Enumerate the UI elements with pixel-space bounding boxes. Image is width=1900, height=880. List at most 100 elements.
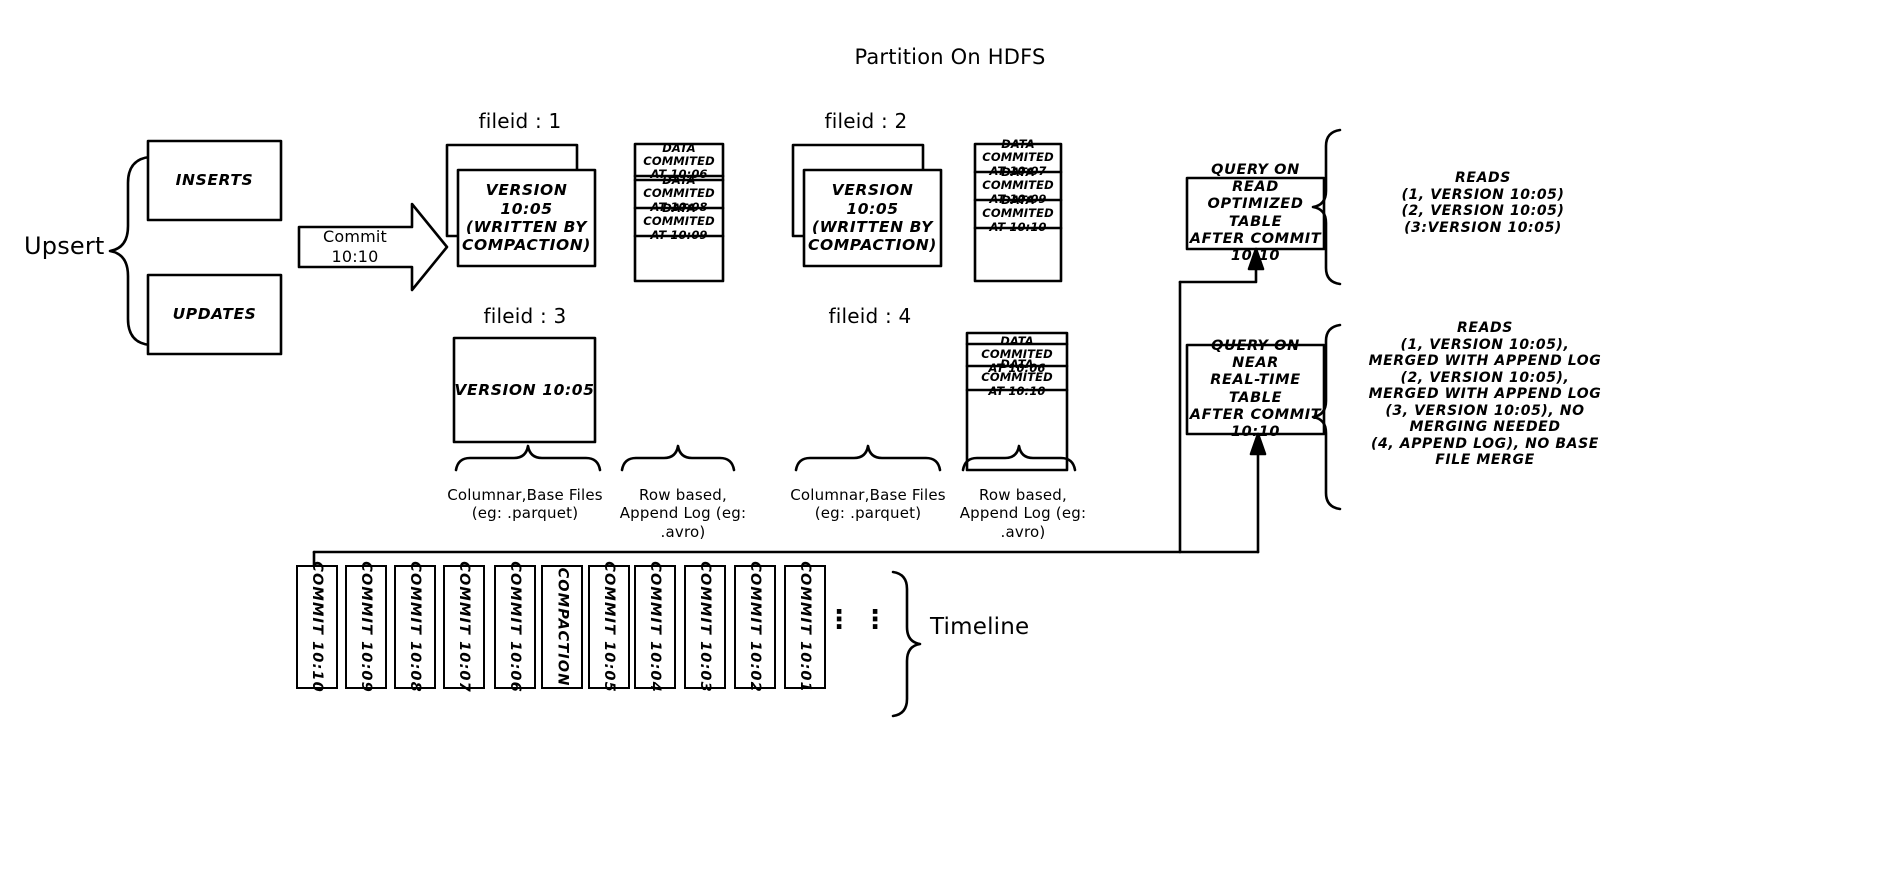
query-read-optimized-outline bbox=[1185, 176, 1326, 251]
timeline-commit-box[interactable]: COMMIT 10:09 bbox=[345, 561, 387, 693]
caption-line: Append Log (eg: bbox=[619, 504, 747, 523]
caption-line: Row based, bbox=[978, 486, 1067, 504]
log-line: AT 10:07 bbox=[989, 163, 1047, 178]
caption-line: Row based, bbox=[638, 486, 727, 504]
timeline-commit-box[interactable]: COMMIT 10:04 bbox=[634, 561, 676, 693]
log-line: AT 10:06 bbox=[650, 167, 708, 182]
reads-line: READS bbox=[1455, 170, 1511, 186]
brace-columnar-right bbox=[794, 444, 942, 472]
timeline-commit-box[interactable]: COMMIT 10:01 bbox=[784, 561, 826, 693]
reads-line: MERGED WITH APPEND LOG bbox=[1368, 386, 1602, 403]
reads-line: MERGED WITH APPEND LOG bbox=[1368, 353, 1602, 370]
caption-line: .avro) bbox=[660, 522, 706, 541]
query-near-real-time-label: QUERY ON NEAR REAL-TIME TABLE AFTER COMM… bbox=[1187, 338, 1324, 440]
timeline-commit-box[interactable]: COMMIT 10:03 bbox=[684, 561, 726, 693]
base-line: VERSION 10:05 bbox=[485, 181, 568, 218]
timeline-commit-box[interactable]: COMMIT 10:08 bbox=[394, 561, 436, 693]
query-read-optimized-label: QUERY ON READ OPTIMIZED TABLE AFTER COMM… bbox=[1187, 162, 1324, 264]
fileid-2-base-file-label: VERSION 10:05 (WRITTEN BY COMPACTION) bbox=[804, 170, 941, 266]
reads-line: MERGING NEEDED bbox=[1409, 419, 1561, 436]
caption-line: (eg: .parquet) bbox=[471, 504, 579, 523]
log-line: DATA COMMITED bbox=[982, 193, 1054, 221]
timeline-commit-label: COMMIT 10:05 bbox=[601, 561, 618, 693]
reads-read-optimized: READS (1, VERSION 10:05) (2, VERSION 10:… bbox=[1348, 170, 1618, 236]
brace-columnar-left bbox=[454, 444, 602, 472]
timeline-commit-label: COMMIT 10:03 bbox=[697, 561, 714, 693]
timeline-commit-box[interactable]: COMMIT 10:07 bbox=[443, 561, 485, 693]
fileid-2-log-entry: DATA COMMITED AT 10:07 bbox=[975, 138, 1061, 177]
log-line: DATA COMMITED bbox=[643, 173, 715, 201]
log-line: AT 10:08 bbox=[650, 199, 708, 214]
timeline-commit-box[interactable]: COMMIT 10:10 bbox=[296, 561, 338, 693]
query-line: 10:10 bbox=[1230, 423, 1281, 440]
reads-line: READS bbox=[1457, 320, 1513, 336]
fileid4-log-outline bbox=[965, 331, 1069, 472]
timeline-commit-label: COMMIT 10:04 bbox=[647, 561, 664, 693]
fileid1-base-front-outline bbox=[456, 168, 597, 268]
arrowhead-read-optimized bbox=[1247, 247, 1265, 271]
fileid-1-log-entry: DATA COMMITED AT 10:06 bbox=[635, 141, 723, 180]
caption-columnar-left: Columnar,Base Files (eg: .parquet) bbox=[430, 486, 620, 523]
timeline-commit-box[interactable]: COMMIT 10:05 bbox=[588, 561, 630, 693]
timeline-label: Timeline bbox=[930, 614, 1030, 640]
timeline-ellipsis-icon: ⋮ bbox=[862, 605, 888, 635]
fileid-2-log-entry: DATA COMMITED AT 10:09 bbox=[975, 166, 1061, 205]
fileid-3-base-file-label: VERSION 10:05 bbox=[454, 338, 595, 442]
log-line: DATA COMMITED bbox=[981, 357, 1053, 385]
timeline-commit-label: COMMIT 10:10 bbox=[309, 561, 326, 693]
base-line: COMPACTION) bbox=[808, 236, 937, 255]
updates-box-outline bbox=[146, 273, 283, 356]
caption-line: Columnar,Base Files bbox=[447, 486, 603, 504]
query-line: AFTER COMMIT bbox=[1189, 406, 1322, 423]
fileid2-base-front-outline bbox=[802, 168, 943, 268]
timeline-compaction-label: COMPACTION bbox=[554, 567, 571, 687]
query-line: AFTER COMMIT bbox=[1189, 230, 1322, 247]
arrowhead-near-real-time bbox=[1249, 432, 1267, 456]
timeline-brace bbox=[891, 570, 922, 718]
caption-columnar-right: Columnar,Base Files (eg: .parquet) bbox=[773, 486, 963, 523]
updates-box-label: UPDATES bbox=[172, 305, 257, 324]
reads-line: FILE MERGE bbox=[1435, 452, 1535, 469]
fileid-4-log-entry: DATA COMMITED AT 10:10 bbox=[967, 358, 1067, 397]
fileid-1-label: fileid : 1 bbox=[478, 108, 562, 133]
query-near-real-time-outline bbox=[1185, 343, 1326, 436]
timeline-commit-box[interactable]: COMMIT 10:06 bbox=[494, 561, 536, 693]
log-line: DATA COMMITED bbox=[982, 137, 1054, 165]
reads-line: (1, VERSION 10:05) bbox=[1401, 186, 1565, 203]
upsert-label: Upsert bbox=[24, 232, 105, 260]
fileid-1-log-entry: DATA COMMITED AT 10:08 bbox=[635, 174, 723, 213]
timeline-commit-label: COMMIT 10:01 bbox=[797, 561, 814, 693]
reads-brace-read-optimized bbox=[1311, 128, 1342, 286]
timeline-commit-label: COMMIT 10:07 bbox=[456, 561, 473, 693]
reads-line: (1, VERSION 10:05), bbox=[1400, 336, 1570, 353]
fileid3-base-outline bbox=[452, 336, 597, 444]
fileid-1-log-entry: DATA COMMITED AT 10:09 bbox=[635, 202, 723, 241]
base-line: VERSION 10:05 bbox=[454, 380, 595, 399]
query-line: QUERY ON NEAR bbox=[1211, 338, 1300, 372]
fileid-2-label: fileid : 2 bbox=[824, 108, 908, 133]
log-line: DATA COMMITED bbox=[981, 334, 1053, 362]
timeline-commit-box[interactable]: COMMIT 10:02 bbox=[734, 561, 776, 693]
caption-rowbased-right: Row based, Append Log (eg: .avro) bbox=[948, 486, 1098, 541]
fileid-4-label: fileid : 4 bbox=[828, 303, 912, 328]
base-line: (WRITTEN BY bbox=[465, 218, 588, 236]
commit-arrow-label: Commit 10:10 bbox=[322, 227, 388, 266]
timeline-commit-label: COMMIT 10:02 bbox=[747, 561, 764, 693]
timeline-commit-label: COMMIT 10:06 bbox=[507, 561, 524, 693]
timeline-ellipsis-icon: ⋮ bbox=[826, 605, 852, 635]
caption-line: Append Log (eg: bbox=[959, 504, 1087, 523]
brace-rowbased-left bbox=[620, 444, 736, 472]
upsert-brace bbox=[108, 155, 152, 347]
base-line: COMPACTION) bbox=[462, 236, 591, 255]
base-line: (WRITTEN BY bbox=[811, 218, 934, 236]
caption-line: .avro) bbox=[1000, 522, 1046, 541]
log-line: DATA COMMITED bbox=[982, 165, 1054, 193]
reads-line: (4, APPEND LOG), NO BASE bbox=[1371, 435, 1599, 452]
timeline-compaction-box[interactable]: COMPACTION bbox=[541, 565, 583, 689]
timeline-commit-label: COMMIT 10:09 bbox=[358, 561, 375, 693]
commit-arrow-shape bbox=[297, 202, 449, 292]
fileid2-log-outline bbox=[973, 142, 1063, 283]
log-line: AT 10:10 bbox=[988, 383, 1046, 398]
